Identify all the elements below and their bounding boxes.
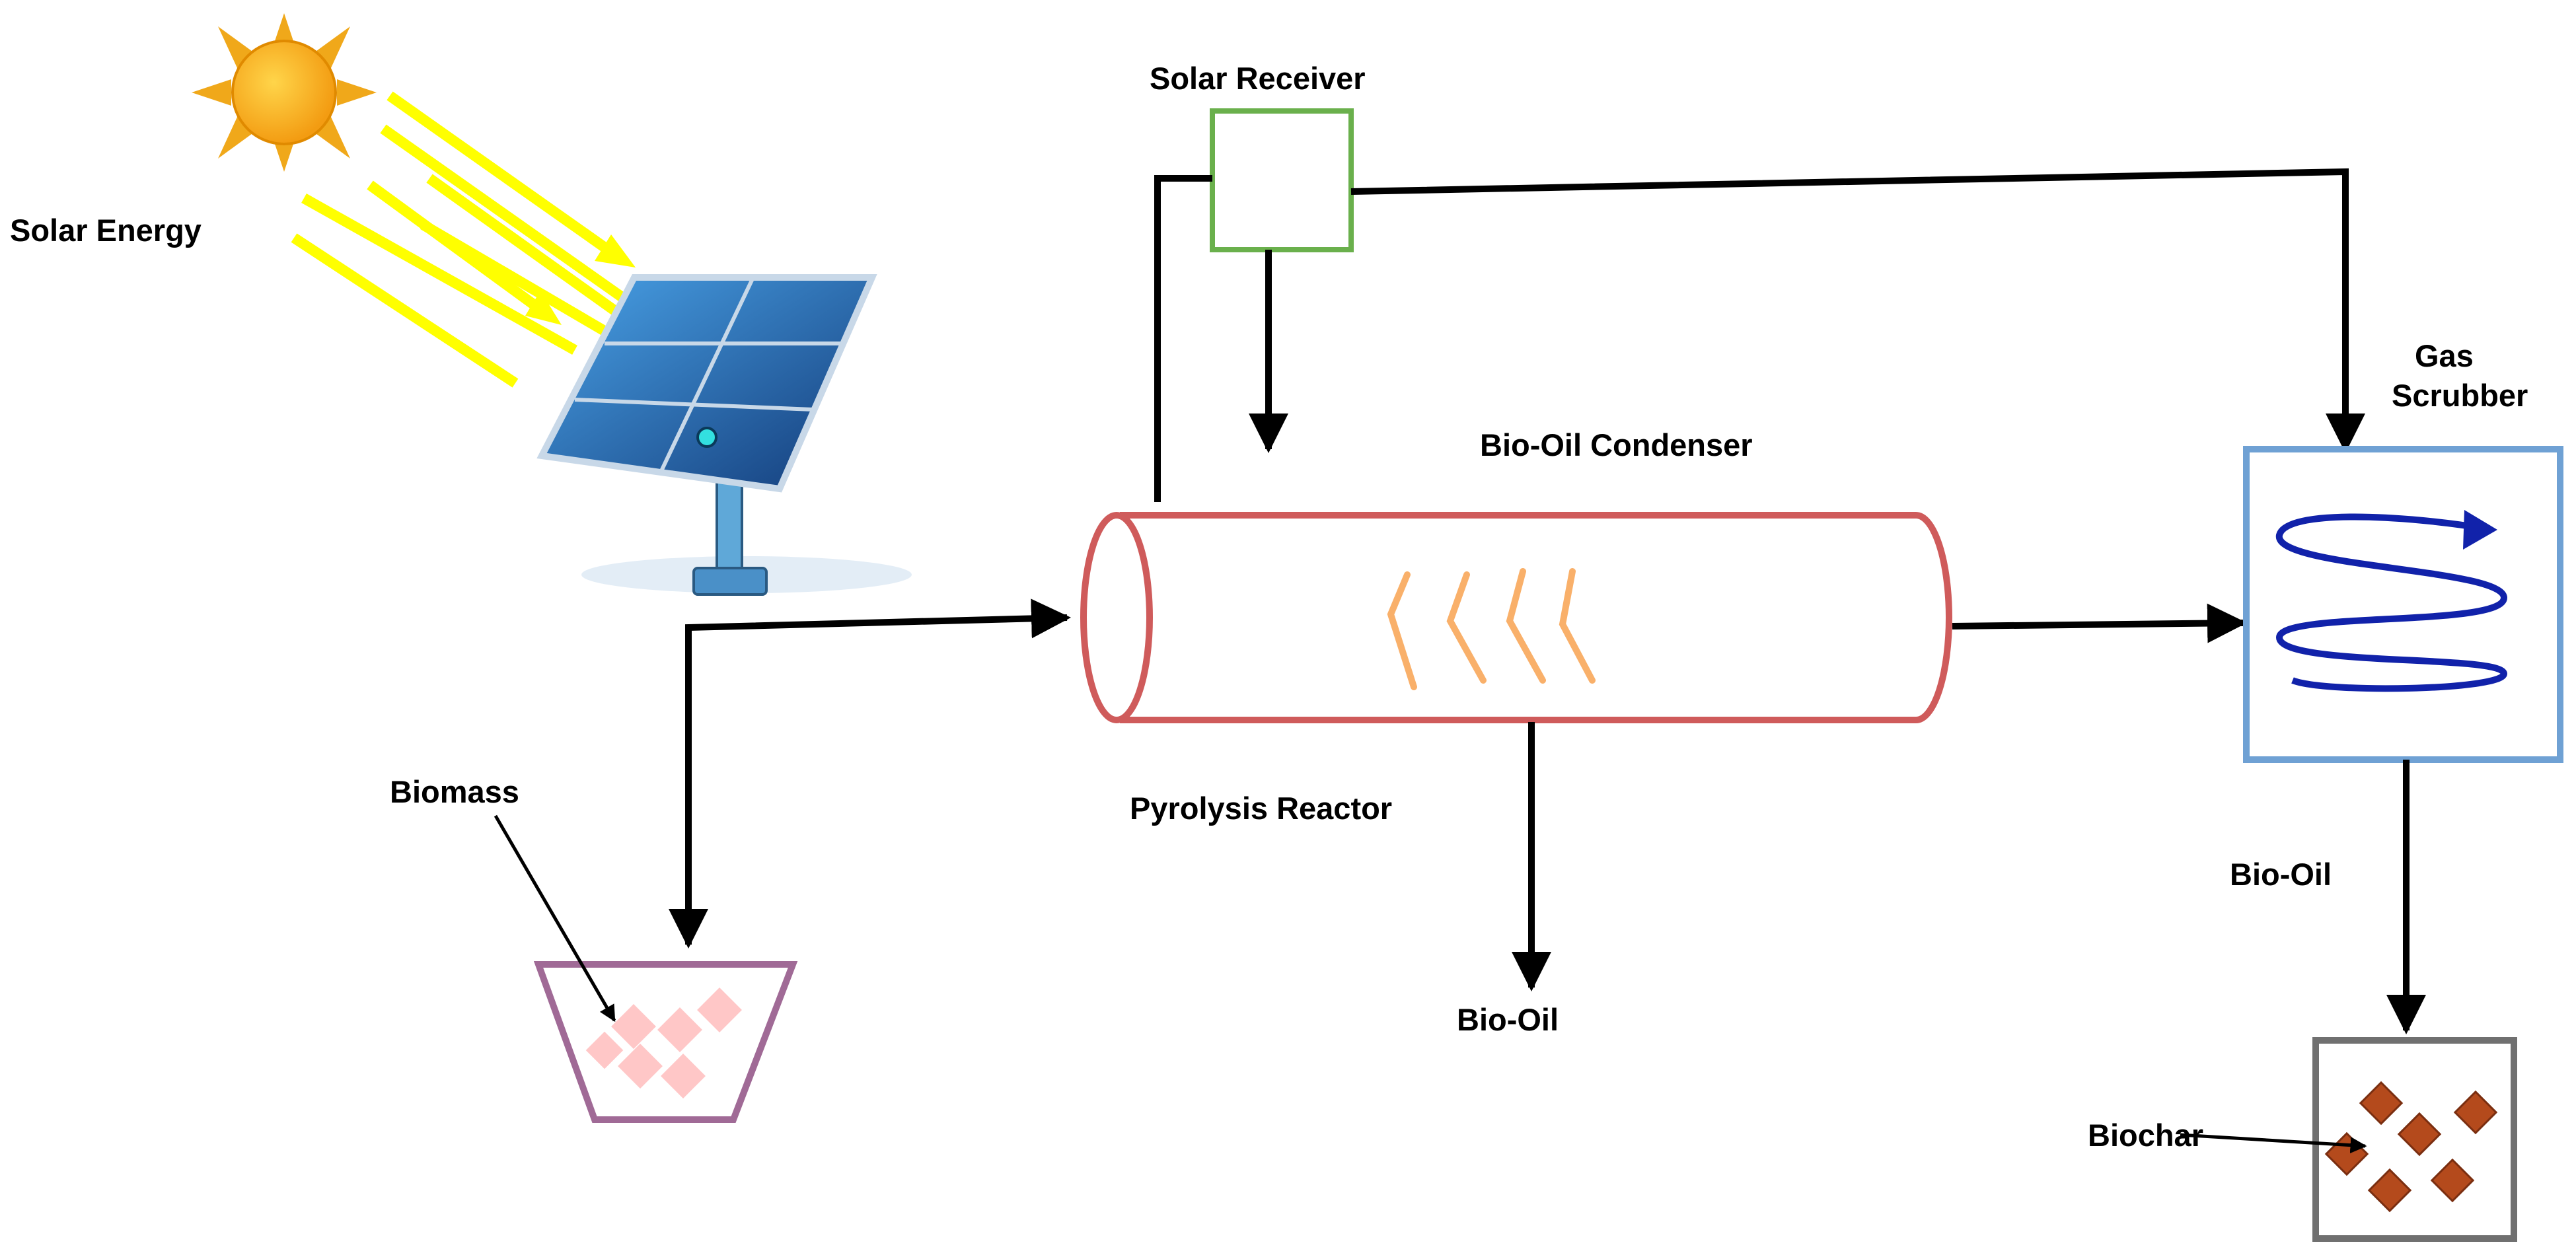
bio-oil-condenser-label: Bio-Oil Condenser xyxy=(1480,427,1753,462)
scrubber-coil-icon xyxy=(2275,513,2508,692)
biomass-hopper xyxy=(533,961,798,1123)
biochar-pointer-arrow xyxy=(2180,1133,2367,1154)
receiver-to-reactor-line xyxy=(1154,175,1212,502)
sun-icon xyxy=(192,13,377,172)
bio-oil-right-label: Bio-Oil xyxy=(2230,857,2332,892)
gas-scrubber-label-line1: Gas xyxy=(2415,338,2474,373)
solar-receiver-box xyxy=(1210,108,1354,252)
feed-to-reactor-arrow xyxy=(669,598,1071,949)
biomass-label: Biomass xyxy=(390,774,519,809)
bio-oil-bottom-label: Bio-Oil xyxy=(1457,1002,1559,1037)
receiver-to-scrubber-arrow xyxy=(1350,168,2365,453)
scrubber-coil-arrowhead xyxy=(2463,510,2497,550)
solar-receiver-label: Solar Receiver xyxy=(1150,61,1366,96)
heat-waves-icon xyxy=(1387,568,1596,690)
biomass-pointer-arrow xyxy=(494,814,616,1023)
solar-energy-label: Solar Energy xyxy=(10,213,202,248)
solar-panel-icon xyxy=(536,274,912,596)
pyrolysis-reactor-cylinder xyxy=(1080,512,1952,723)
gas-scrubber-label-line2: Scrubber xyxy=(2392,378,2528,413)
gas-scrubber-box xyxy=(2243,446,2563,763)
pyrolysis-reactor-label: Pyrolysis Reactor xyxy=(1130,791,1392,826)
reactor-to-scrubber-arrow xyxy=(1952,603,2247,643)
